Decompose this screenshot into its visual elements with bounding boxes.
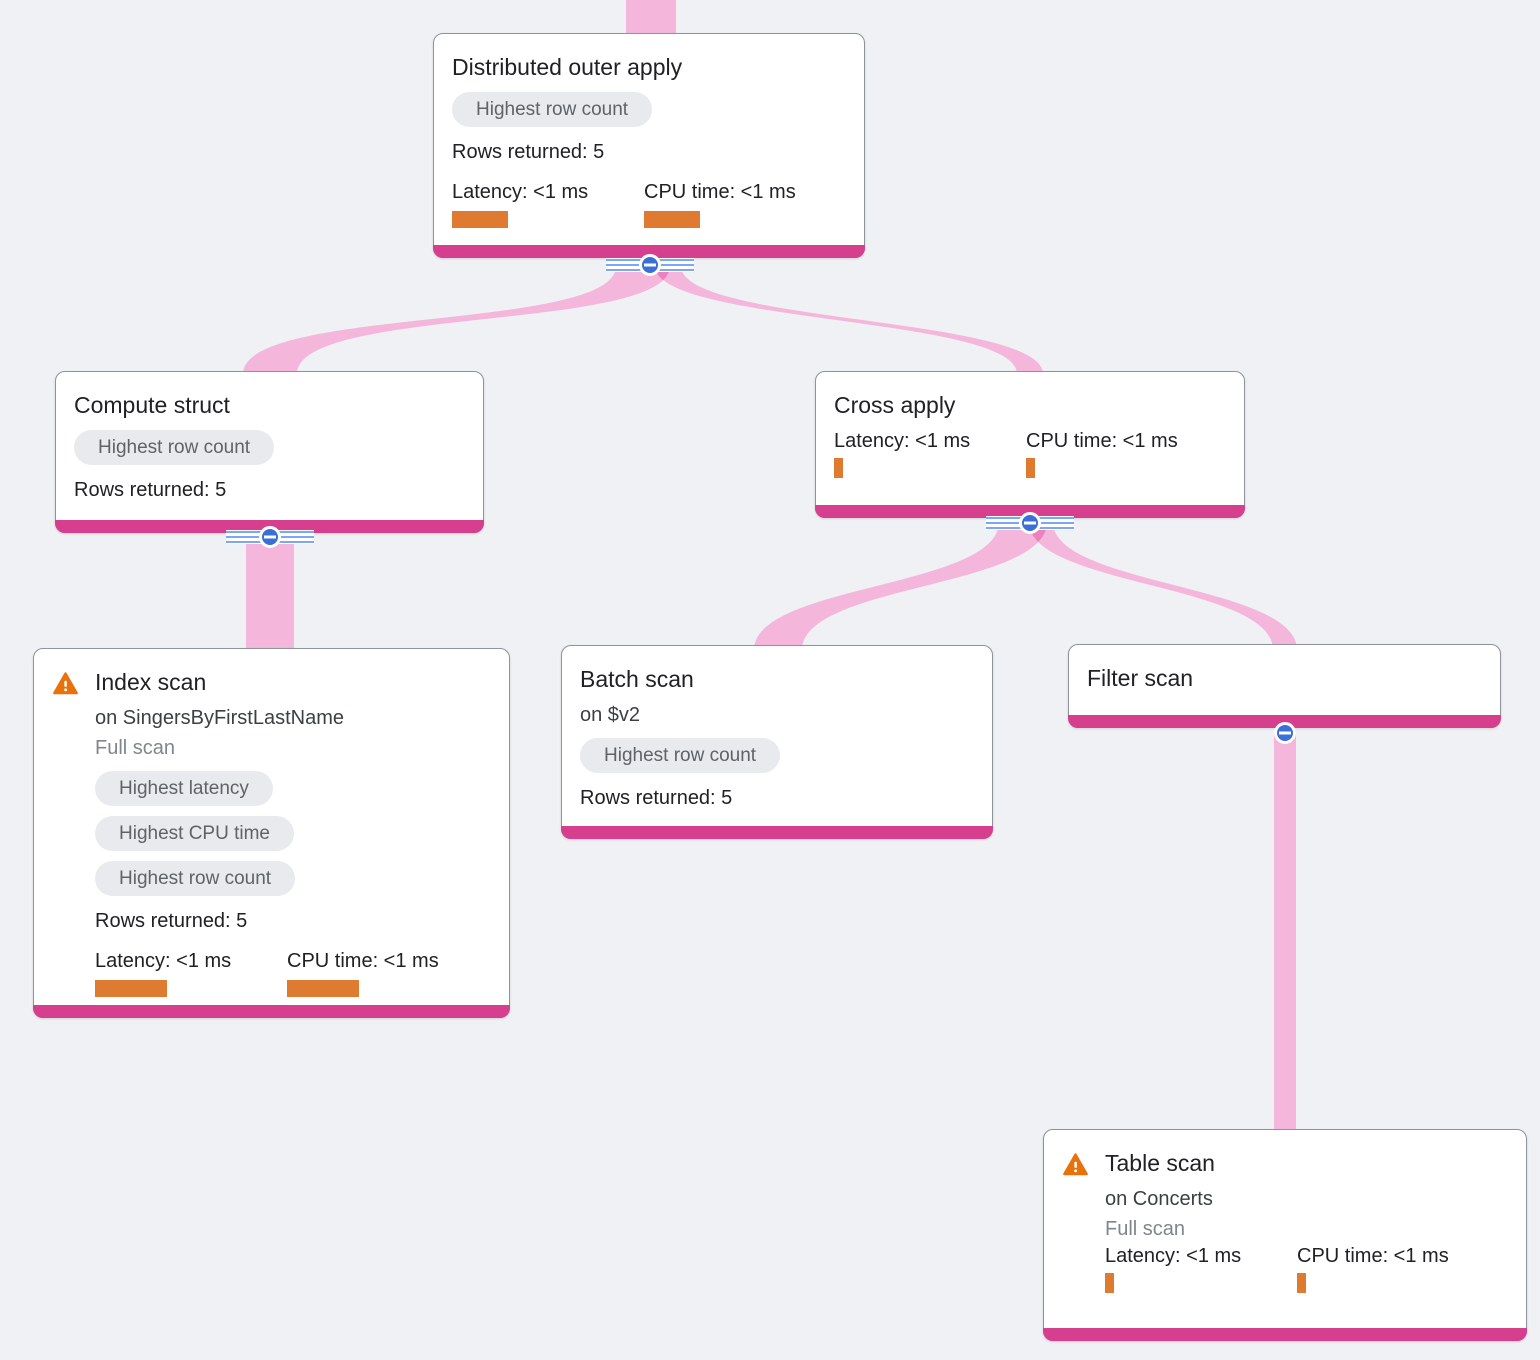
node-subtitle: on Concerts xyxy=(1105,1187,1213,1210)
node-cross-apply[interactable]: Cross apply Latency: <1 ms CPU time: <1 … xyxy=(815,371,1245,518)
latency-label: Latency: <1 ms xyxy=(95,949,232,972)
latency-bar xyxy=(834,457,843,478)
collapse-button-distributed-outer-apply[interactable] xyxy=(606,249,694,281)
cpu-time-bar xyxy=(287,979,359,997)
rows-returned: Rows returned: 5 xyxy=(580,786,733,809)
badge-highest-cpu-time: Highest CPU time xyxy=(95,815,294,851)
cpu-time-label: CPU time: <1 ms xyxy=(1297,1244,1449,1267)
edge-cross-apply-to-filter-scan xyxy=(1029,522,1297,650)
edge-root-input xyxy=(626,0,676,40)
warning-icon xyxy=(1063,1153,1088,1176)
collapse-minus-icon xyxy=(259,526,281,548)
latency-label: Latency: <1 ms xyxy=(452,180,589,203)
cpu-time-label: CPU time: <1 ms xyxy=(1026,429,1178,452)
node-bottom-bar xyxy=(33,1005,510,1018)
edge-root-to-cross-apply xyxy=(655,266,1043,374)
latency-label: Latency: <1 ms xyxy=(1105,1244,1242,1267)
latency-bar xyxy=(452,210,508,228)
node-title: Compute struct xyxy=(74,392,230,418)
node-distributed-outer-apply[interactable]: Distributed outer apply Highest row coun… xyxy=(433,33,865,258)
edge-cross-apply-to-batch-scan xyxy=(754,522,1047,650)
node-title: Table scan xyxy=(1105,1150,1215,1176)
badge-highest-row-count: Highest row count xyxy=(95,860,296,896)
badge-highest-row-count: Highest row count xyxy=(452,91,653,127)
rows-returned: Rows returned: 5 xyxy=(95,909,248,932)
node-title: Index scan xyxy=(95,669,207,695)
node-bottom-bar xyxy=(1043,1328,1527,1341)
collapse-minus-icon xyxy=(1274,722,1296,744)
node-index-scan[interactable]: Index scan on SingersByFirstLastName Ful… xyxy=(33,648,510,1018)
scan-type: Full scan xyxy=(95,736,176,759)
cpu-time-label: CPU time: <1 ms xyxy=(287,949,439,972)
collapse-button-filter-scan[interactable] xyxy=(1241,717,1329,749)
node-subtitle: on $v2 xyxy=(580,703,641,726)
rows-returned: Rows returned: 5 xyxy=(452,140,605,163)
badge-highest-row-count: Highest row count xyxy=(74,429,275,465)
rows-returned: Rows returned: 5 xyxy=(74,478,227,501)
cpu-time-label: CPU time: <1 ms xyxy=(644,180,796,203)
latency-bar xyxy=(95,979,167,997)
node-bottom-bar xyxy=(561,826,993,839)
collapse-button-compute-struct[interactable] xyxy=(226,521,314,553)
node-filter-scan[interactable]: Filter scan xyxy=(1068,644,1501,728)
cpu-time-bar xyxy=(1297,1272,1306,1293)
latency-label: Latency: <1 ms xyxy=(834,429,971,452)
edge-root-to-compute-struct xyxy=(243,266,670,374)
collapse-minus-icon xyxy=(639,254,661,276)
latency-bar xyxy=(1105,1272,1114,1293)
node-title: Filter scan xyxy=(1087,665,1194,691)
badge-highest-latency: Highest latency xyxy=(95,770,273,806)
node-title: Cross apply xyxy=(834,392,956,418)
collapse-button-cross-apply[interactable] xyxy=(986,507,1074,539)
cpu-time-bar xyxy=(1026,457,1035,478)
scan-type: Full scan xyxy=(1105,1217,1186,1240)
cpu-time-bar xyxy=(644,210,700,228)
node-bottom-bar xyxy=(815,505,1245,518)
node-title: Batch scan xyxy=(580,666,694,692)
node-bottom-bar xyxy=(433,245,865,258)
edge-filter-scan-to-table-scan xyxy=(1274,732,1296,1135)
node-bottom-bar xyxy=(1068,715,1501,728)
edge-compute-struct-to-index-scan xyxy=(246,536,294,652)
node-title: Distributed outer apply xyxy=(452,54,683,80)
node-batch-scan[interactable]: Batch scan on $v2 Highest row count Rows… xyxy=(561,645,993,839)
warning-icon xyxy=(53,672,78,695)
node-subtitle: on SingersByFirstLastName xyxy=(95,706,344,729)
collapse-minus-icon xyxy=(1019,512,1041,534)
node-compute-struct[interactable]: Compute struct Highest row count Rows re… xyxy=(55,371,484,533)
node-table-scan[interactable]: Table scan on Concerts Full scan Latency… xyxy=(1043,1129,1527,1341)
badge-highest-row-count: Highest row count xyxy=(580,737,781,773)
